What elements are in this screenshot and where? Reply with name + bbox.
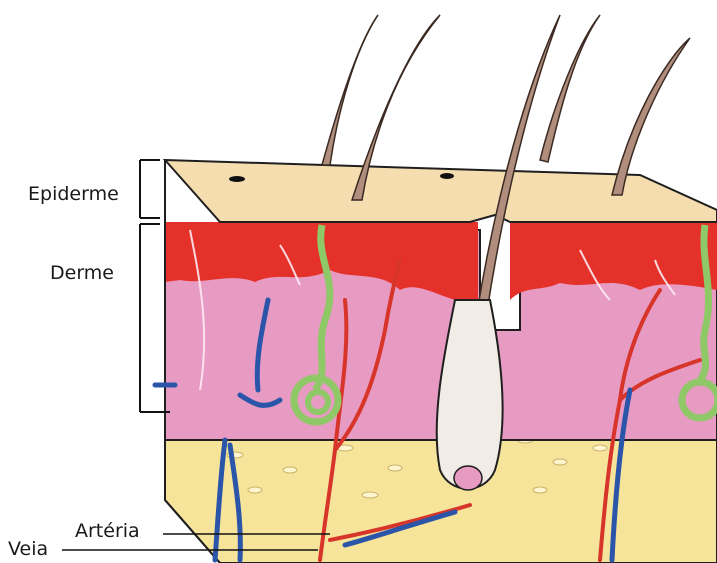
label-epiderme: Epiderme <box>28 183 119 205</box>
epidermis-layer <box>165 160 717 222</box>
label-derme: Derme <box>50 262 114 284</box>
label-arteria: Artéria <box>75 520 140 542</box>
label-veia: Veia <box>8 538 48 560</box>
